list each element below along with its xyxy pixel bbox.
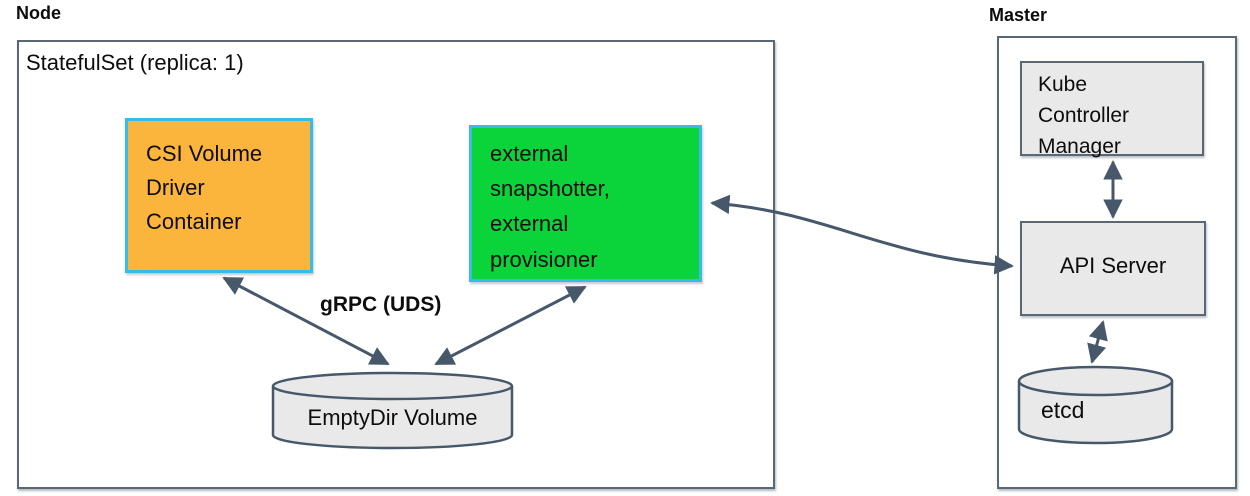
kube-controller-manager-label: Kube Controller Manager [1038,73,1130,159]
node-section-label: Node [16,3,61,23]
statefulset-title: StatefulSet (replica: 1) [26,50,244,75]
csi-volume-driver-container-label: CSI Volume Driver Container [146,141,263,235]
master-section-label: Master [989,5,1048,25]
kube-controller-manager-box: Kube Controller Manager [1020,61,1204,158]
etcd-label: etcd [1041,397,1085,423]
api-server-box: API Server [1020,221,1206,316]
emptydir-volume-label: EmptyDir Volume [307,405,478,430]
external-snapshotter-provisioner-box: external snapshotter, external provision… [469,125,702,282]
external-snapshotter-provisioner-label: external snapshotter, external provision… [490,141,610,272]
csi-volume-driver-container-box: CSI Volume Driver Container [125,118,313,273]
api-server-label: API Server [1059,253,1167,278]
grpc-uds-label: gRPC (UDS) [320,293,442,316]
